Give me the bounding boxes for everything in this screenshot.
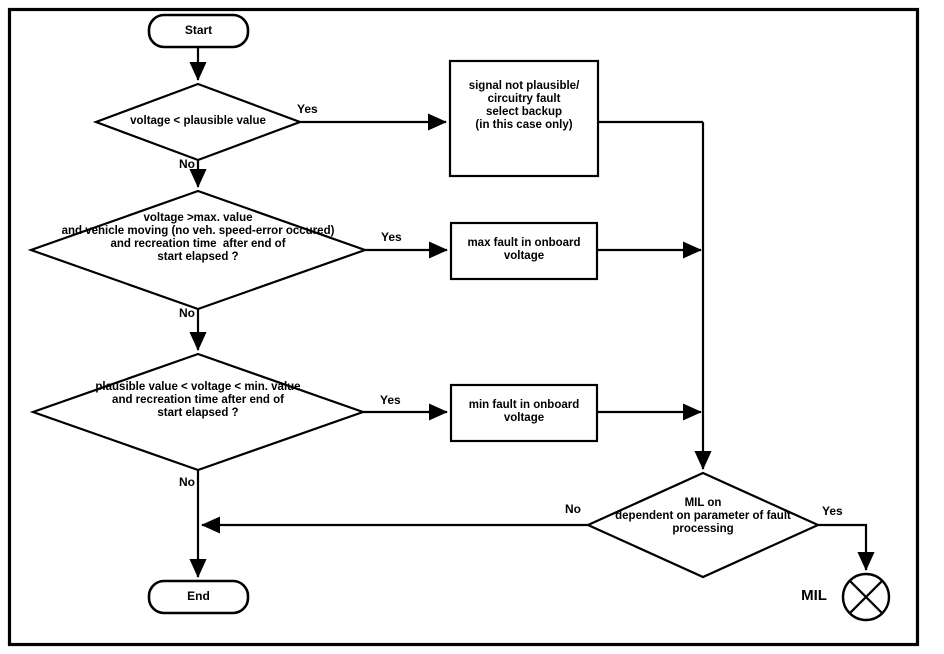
mil-lamp-label: MIL (801, 587, 827, 604)
edge-label-decision1-no: No (179, 157, 195, 171)
mil-lamp-cross-line-b (848, 579, 884, 615)
end-terminator-shape (147, 579, 250, 615)
edge-label-decision1-yes: Yes (297, 102, 318, 116)
edge-label-decision3-yes: Yes (380, 393, 401, 407)
start-terminator-label: Start (184, 23, 213, 37)
decision-2-label: voltage >max. value and vehicle moving (… (61, 212, 335, 264)
end-terminator-label: End (187, 589, 210, 603)
connector-mil-yes-to-lamp (818, 523, 875, 571)
diagram-border (7, 7, 920, 647)
decision-mil-label: MIL on dependent on parameter of fault p… (615, 497, 791, 536)
process-3-label: min fault in onboard voltage (468, 399, 580, 425)
edge-label-decision3-no: No (179, 475, 195, 489)
decision-mil-shape (585, 471, 821, 579)
process-1-label: signal not plausible/ circuitry fault se… (468, 80, 580, 132)
decision-1-label: voltage < plausible value (130, 115, 266, 127)
edge-label-decision2-no: No (179, 306, 195, 320)
process-1-shape (448, 59, 600, 178)
process-2-label: max fault in onboard voltage (467, 237, 581, 263)
edge-label-mil-yes: Yes (822, 504, 843, 518)
edge-label-mil-no: No (565, 502, 581, 516)
decision-3-label: plausible value < voltage < min. value a… (95, 381, 301, 420)
edge-label-decision2-yes: Yes (381, 230, 402, 244)
